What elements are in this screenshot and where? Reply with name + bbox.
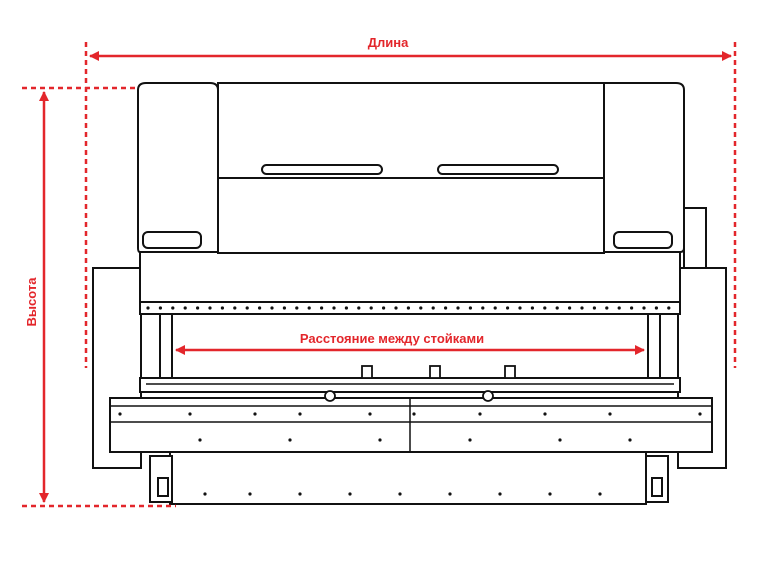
bed-bolt	[203, 492, 207, 496]
bed-bolt	[253, 412, 257, 416]
bed-bolt	[348, 492, 352, 496]
strip-bolt	[419, 306, 423, 310]
left-foot-block	[157, 477, 169, 497]
bed-bolts	[118, 412, 702, 496]
between-posts-label: Расстояние между стойками	[300, 331, 484, 346]
bed-bolt	[398, 492, 402, 496]
bed-bolt	[188, 412, 192, 416]
table-top-plate	[139, 377, 681, 393]
length-label: Длина	[368, 35, 409, 50]
strip-bolt	[642, 306, 646, 310]
strip-bolt	[208, 306, 212, 310]
strip-bolt	[282, 306, 286, 310]
right-oval-slot	[437, 164, 559, 175]
strip-bolt	[605, 306, 609, 310]
bed-bolt	[548, 492, 552, 496]
strip-bolt	[183, 306, 187, 310]
strip-bolt	[220, 306, 224, 310]
strip-bolt	[667, 306, 671, 310]
strip-bolt	[506, 306, 510, 310]
strip-bolt	[394, 306, 398, 310]
strip-bolt	[543, 306, 547, 310]
strip-bolt	[481, 306, 485, 310]
strip-bolt	[493, 306, 497, 310]
strip-bolt	[369, 306, 373, 310]
bed-bolt	[543, 412, 547, 416]
strip-bolt	[406, 306, 410, 310]
right-post	[647, 313, 661, 379]
bed-bolt	[118, 412, 122, 416]
right-cylinder-pad	[613, 231, 673, 249]
strip-bolt	[654, 306, 659, 310]
strip-bolt	[196, 306, 200, 310]
strip-bolt	[233, 306, 237, 310]
strip-bolt	[245, 306, 249, 310]
height-label: Высота	[24, 277, 39, 327]
strip-bolt	[382, 306, 386, 310]
left-post	[159, 313, 173, 379]
right-side-housing	[683, 207, 707, 269]
strip-bolt	[431, 306, 435, 310]
strip-bolt	[580, 306, 584, 310]
strip-bolt	[258, 306, 262, 310]
strip-bolt	[270, 306, 274, 310]
strip-bolt	[344, 306, 348, 310]
lower-bed	[109, 397, 713, 453]
bed-bolt	[298, 492, 302, 496]
strip-bolt	[518, 306, 522, 310]
bed-bolt	[498, 492, 502, 496]
strip-bolt	[468, 306, 472, 310]
strip-bolt	[592, 306, 597, 310]
left-oval-slot	[261, 164, 383, 175]
strip-bolt	[617, 306, 621, 310]
bed-bolt	[298, 412, 302, 416]
strip-bolt	[295, 306, 299, 310]
dimension-lines	[22, 42, 737, 508]
right-cylinder-cover	[603, 82, 685, 253]
bed-bolt	[478, 412, 482, 416]
strip-bolt	[568, 306, 572, 310]
strip-bolt	[530, 306, 535, 310]
clamp-stud-1	[361, 365, 373, 379]
bed-bolt	[198, 438, 202, 442]
strip-bolt	[555, 306, 559, 310]
bed-bolt	[558, 438, 562, 442]
bed-bolt	[608, 412, 612, 416]
machine-outline	[92, 82, 727, 505]
machine-base	[169, 451, 647, 505]
upper-clamp-strip	[139, 301, 681, 315]
bed-bolt	[448, 492, 452, 496]
bed-bolt	[288, 438, 292, 442]
bed-hole-right	[482, 390, 494, 402]
bed-hole-left	[324, 390, 336, 402]
bed-bolt	[698, 412, 702, 416]
strip-bolt	[630, 306, 634, 310]
bed-bolt	[378, 438, 382, 442]
bed-bolt	[628, 438, 632, 442]
bed-bolt	[412, 412, 416, 416]
right-foot-block	[651, 477, 663, 497]
left-cylinder-pad	[142, 231, 202, 249]
clamp-stud-3	[504, 365, 516, 379]
bed-bolt	[598, 492, 602, 496]
upper-beam-frame	[139, 249, 681, 303]
strip-bolt	[357, 306, 361, 310]
strip-bolt	[146, 306, 150, 310]
bed-bolt	[368, 412, 372, 416]
strip-bolt	[444, 306, 448, 310]
clamp-stud-2	[429, 365, 441, 379]
left-cylinder-cover	[137, 82, 219, 253]
strip-bolt	[307, 306, 311, 310]
strip-bolt	[332, 306, 336, 310]
table-clamp-studs	[324, 365, 516, 402]
strip-bolt	[320, 306, 324, 310]
strip-bolt	[158, 306, 162, 310]
strip-bolt	[456, 306, 460, 310]
bed-bolt	[248, 492, 252, 496]
clamp-strip-bolts	[146, 306, 671, 310]
strip-bolt	[171, 306, 175, 310]
bed-bolt	[468, 438, 472, 442]
